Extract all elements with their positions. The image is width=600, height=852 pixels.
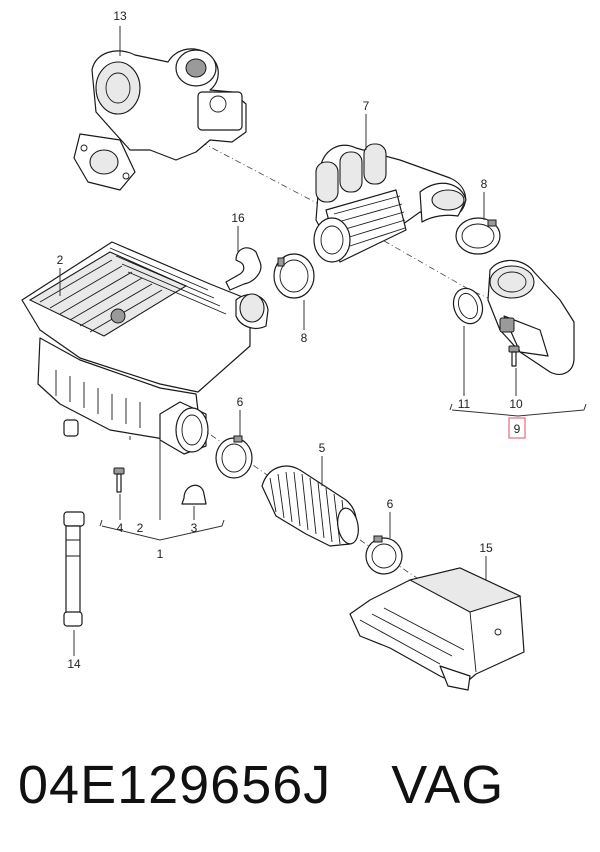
callout-6-lower: 6 [387,497,394,511]
callout-11: 11 [458,397,471,411]
callout-5: 5 [319,441,326,455]
callout-14: 14 [67,657,81,671]
intake-pipe [313,143,467,263]
callout-6-middle: 6 [237,395,244,409]
breather-pipe [225,247,262,291]
hose-clamp-lower [273,253,315,299]
bolt [113,467,125,493]
drain-tube [63,511,85,627]
callout-9-highlight [508,417,526,439]
callout-3: 3 [191,521,198,535]
callout-16: 16 [231,211,245,225]
corrugated-hose [261,465,359,547]
part-caption: 04E129656J VAG [18,740,588,830]
callout-4: 4 [117,521,124,535]
hose-clamp-bottom [365,535,403,575]
o-ring-inner [457,292,479,320]
bracket-9 [449,403,587,417]
bracket-1 [99,519,225,541]
turbocharger [73,48,247,191]
callout-8-upper: 8 [481,177,488,191]
screw [508,345,520,367]
air-mass-meter [487,259,575,375]
callout-2-upper: 2 [57,253,64,267]
rubber-mount [181,484,207,505]
hose-clamp-middle [215,435,253,479]
callout-2-lower: 2 [137,521,144,535]
part-number: 04E129656J [18,755,332,815]
callout-9: 9 [514,422,521,436]
callout-8-lower: 8 [301,331,308,345]
filter-outlet [159,401,209,455]
callout-10: 10 [509,397,523,411]
callout-15: 15 [479,541,493,555]
air-filter-housing [21,241,269,441]
callout-13: 13 [113,9,127,23]
air-intake-duct [349,567,525,691]
hose-clamp-upper [455,217,501,255]
o-ring [452,287,484,325]
brand-name: VAG [391,755,505,815]
callout-1: 1 [157,547,164,561]
callout-7: 7 [363,99,370,113]
